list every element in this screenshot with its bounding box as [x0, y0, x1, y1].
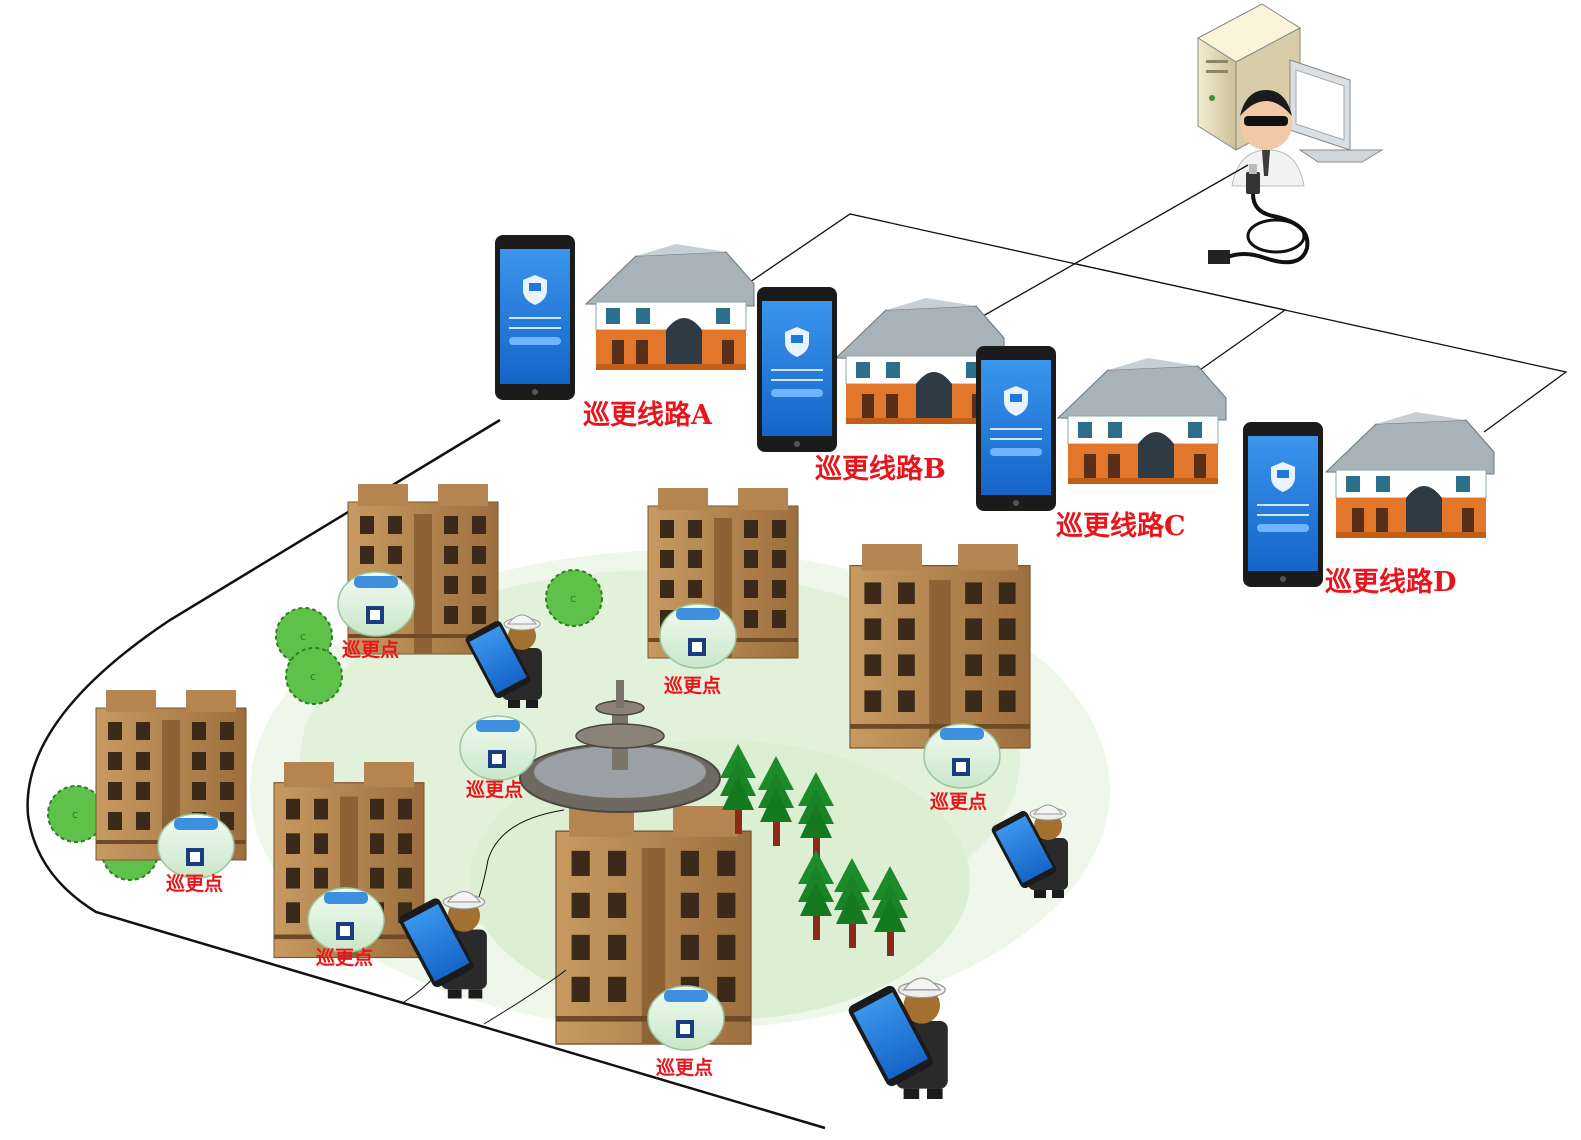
- route-label-b: 巡更线路B: [815, 453, 946, 485]
- patrol-point-5: 巡更点: [157, 813, 235, 895]
- bush-icon: [545, 569, 603, 627]
- patrol-point-label: 巡更点: [342, 639, 399, 661]
- route-label-d: 巡更线路D: [1325, 566, 1456, 598]
- smartphone-icon-c: [976, 346, 1056, 511]
- route-label-c: 巡更线路C: [1056, 510, 1186, 542]
- villa-icon-c: [1057, 357, 1227, 485]
- patrol-point-7: 巡更点: [647, 985, 725, 1079]
- bush-icon: [285, 647, 343, 705]
- patrol-point-label: 巡更点: [664, 675, 721, 697]
- patrol-point-6: 巡更点: [307, 887, 385, 969]
- patrol-tag-icon: [307, 887, 385, 953]
- patrol-point-1: 巡更点: [337, 571, 415, 661]
- patrol-tag-icon: [659, 603, 737, 669]
- patrol-tag-icon: [337, 571, 415, 637]
- route-label-a: 巡更线路A: [583, 399, 713, 431]
- apartment-building-icon: [849, 543, 1031, 749]
- route-b: 巡更线路B: [757, 287, 1005, 485]
- smartphone-icon-b: [757, 287, 837, 452]
- data-cable-icon: [1208, 164, 1310, 265]
- villa-icon-a: [585, 243, 755, 371]
- campus-boundary: [26, 418, 826, 1130]
- patrol-tag-icon: [459, 715, 537, 781]
- monitor-icon: [1289, 59, 1384, 163]
- smartphone-icon-a: [495, 235, 575, 400]
- smartphone-icon-d: [1243, 422, 1323, 587]
- patrol-point-2: 巡更点: [659, 603, 737, 697]
- fountain-icon: [519, 680, 721, 813]
- patrol-tag-icon: [647, 985, 725, 1051]
- patrol-point-label: 巡更点: [316, 947, 373, 969]
- route-a: 巡更线路A: [495, 235, 755, 431]
- patrol-tag-icon: [157, 813, 235, 879]
- patrol-point-label: 巡更点: [166, 873, 223, 895]
- patrol-point-label: 巡更点: [656, 1057, 713, 1079]
- patrol-point-4: 巡更点: [923, 723, 1001, 813]
- patrol-point-label: 巡更点: [930, 791, 987, 813]
- route-c: 巡更线路C: [976, 346, 1227, 542]
- patrol-tag-icon: [923, 723, 1001, 789]
- patrol-point-label: 巡更点: [466, 779, 523, 801]
- villa-icon-d: [1325, 411, 1495, 539]
- patrol-point-3: 巡更点: [459, 715, 537, 801]
- network-lines: [749, 164, 1568, 433]
- route-d: 巡更线路D: [1243, 411, 1495, 598]
